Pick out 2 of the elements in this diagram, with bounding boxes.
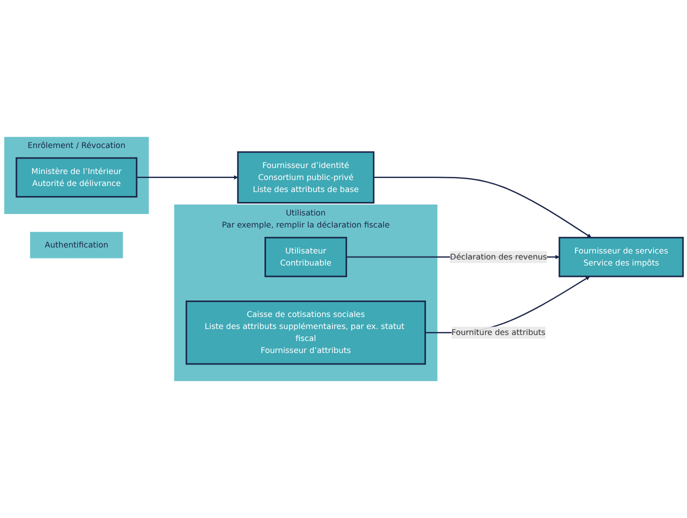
arrow xyxy=(374,176,592,238)
arrow xyxy=(136,175,238,180)
